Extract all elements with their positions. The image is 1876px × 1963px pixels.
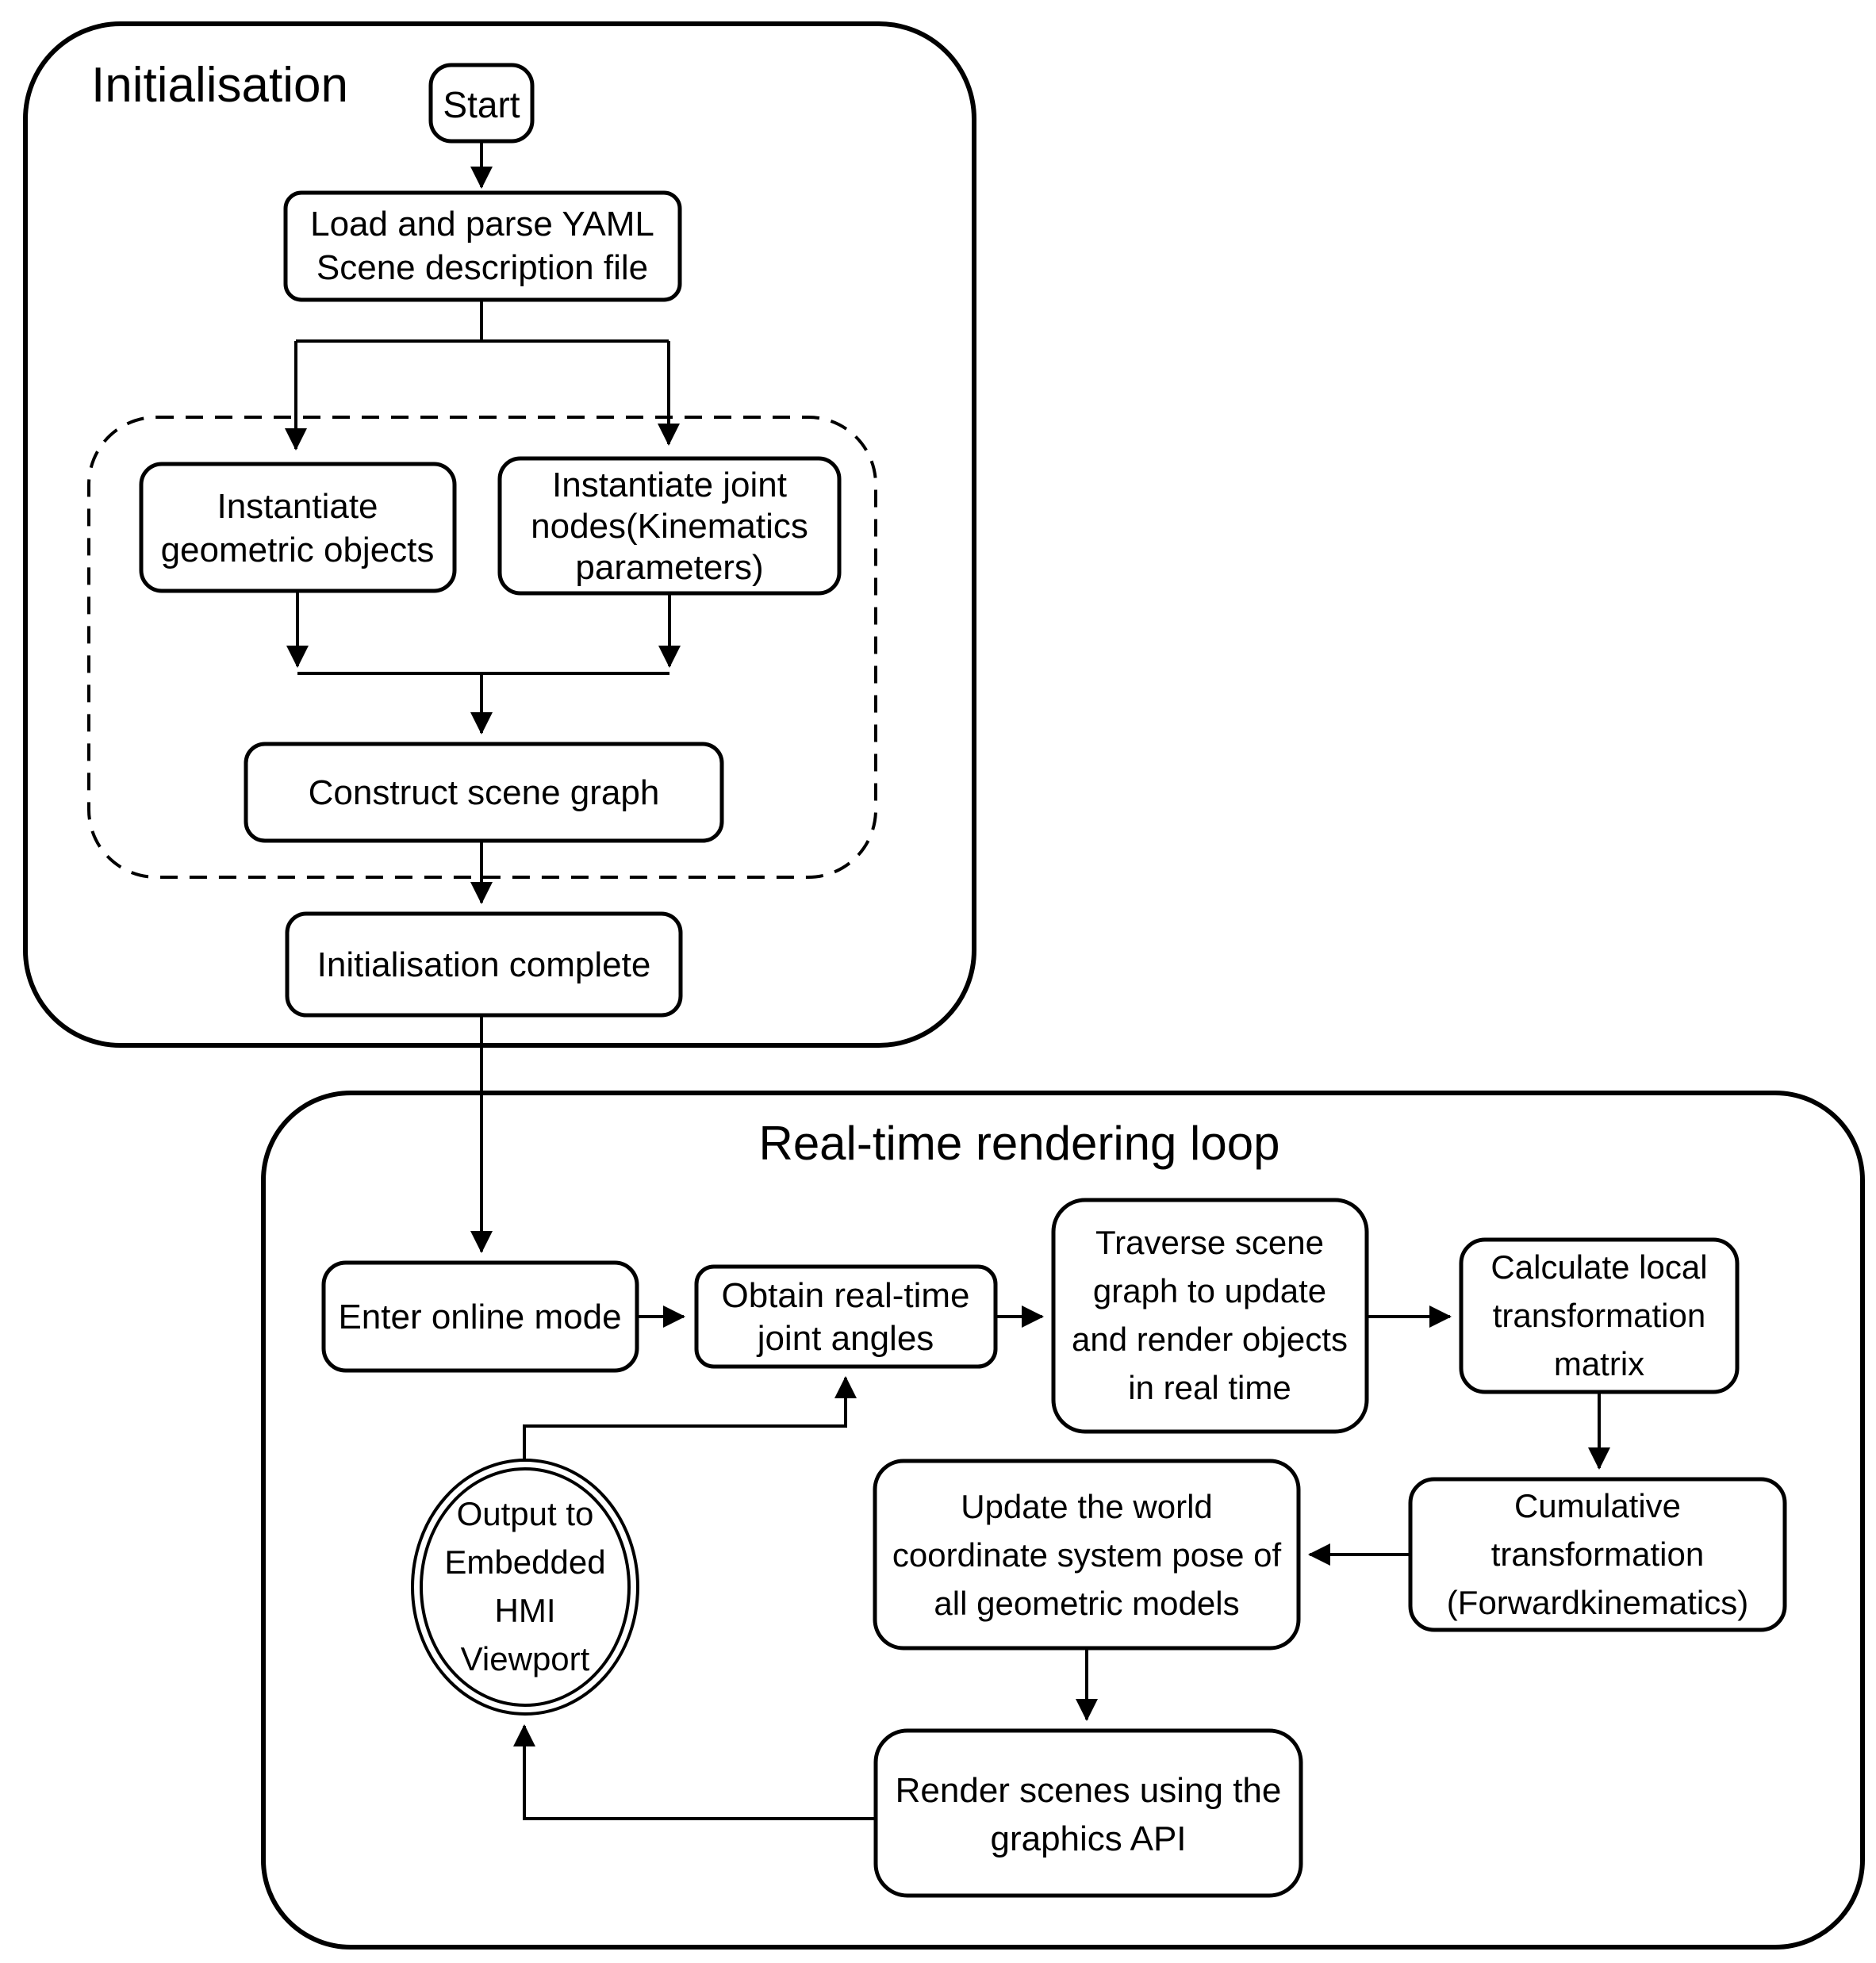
update-world-pose-line-2: coordinate system pose of bbox=[892, 1536, 1282, 1574]
cumulative-transformation-line-3: (Forwardkinematics) bbox=[1447, 1584, 1748, 1621]
render-scenes-node: Render scenes using the graphics API bbox=[873, 1728, 1303, 1898]
cumulative-transformation-line-2: transformation bbox=[1491, 1536, 1704, 1573]
cumulative-transformation-node-shape bbox=[1408, 1477, 1787, 1632]
calculate-local-matrix-node-shape bbox=[1459, 1237, 1740, 1394]
update-world-pose-line-1: Update the world bbox=[961, 1488, 1213, 1525]
traverse-scene-graph-node-shape bbox=[1051, 1198, 1369, 1434]
output-hmi-viewport-node: Output to Embedded HMI Viewport bbox=[411, 1459, 639, 1716]
construct-scene-graph-node: Construct scene graph bbox=[244, 742, 724, 843]
obtain-joint-angles-node: Obtain real-time joint angles bbox=[694, 1264, 998, 1369]
traverse-scene-graph-line-2: graph to update bbox=[1093, 1272, 1326, 1309]
construct-scene-graph-node-shape bbox=[244, 742, 724, 843]
calculate-local-matrix-line-3: matrix bbox=[1554, 1345, 1644, 1382]
initialisation-complete-node: Initialisation complete bbox=[285, 911, 683, 1018]
cumulative-transformation-line-1: Cumulative bbox=[1514, 1487, 1681, 1524]
instantiate-joint-node-shape bbox=[497, 456, 842, 596]
edge-render-to-output bbox=[513, 1724, 876, 1820]
load-yaml-node-shape bbox=[283, 190, 682, 302]
update-world-pose-line-3: all geometric models bbox=[934, 1585, 1239, 1622]
cumulative-transformation-node: Cumulative transformation (Forwardkinema… bbox=[1408, 1477, 1787, 1632]
traverse-scene-graph-line-4: in real time bbox=[1128, 1369, 1291, 1406]
start-node-shape bbox=[428, 63, 535, 144]
start-node: Start bbox=[428, 63, 535, 144]
update-world-pose-node: Update the world coordinate system pose … bbox=[873, 1459, 1301, 1651]
load-yaml-line-1: Load and parse YAML bbox=[310, 205, 654, 243]
initialisation-complete-label: Initialisation complete bbox=[317, 945, 651, 984]
rendering-loop-container bbox=[261, 1091, 1865, 1950]
output-hmi-viewport-line-4: Viewport bbox=[461, 1640, 590, 1677]
enter-online-mode-node: Enter online mode bbox=[321, 1260, 639, 1373]
render-scenes-node-shape bbox=[873, 1728, 1303, 1898]
obtain-joint-angles-line-2: joint angles bbox=[756, 1319, 934, 1358]
edge-output-to-obtain bbox=[523, 1376, 857, 1460]
initialisation-complete-node-shape bbox=[285, 911, 683, 1018]
instantiate-joint-line-2: nodes(Kinematics bbox=[531, 507, 808, 546]
instantiate-dashed-group bbox=[87, 416, 877, 879]
output-hmi-viewport-line-3: HMI bbox=[495, 1592, 556, 1629]
output-hmi-viewport-line-2: Embedded bbox=[444, 1543, 605, 1581]
obtain-joint-angles-line-1: Obtain real-time bbox=[721, 1276, 969, 1315]
render-scenes-line-2: graphics API bbox=[990, 1819, 1186, 1858]
initialisation-container bbox=[23, 21, 976, 1048]
calculate-local-matrix-line-2: transformation bbox=[1493, 1297, 1705, 1334]
load-yaml-node: Load and parse YAML Scene description fi… bbox=[283, 190, 682, 302]
traverse-scene-graph-line-3: and render objects bbox=[1072, 1321, 1348, 1358]
load-yaml-line-2: Scene description file bbox=[317, 248, 648, 287]
instantiate-geometric-node-shape bbox=[139, 462, 457, 593]
calculate-local-matrix-line-1: Calculate local bbox=[1490, 1248, 1707, 1286]
enter-online-mode-label: Enter online mode bbox=[338, 1298, 621, 1336]
obtain-joint-angles-node-shape bbox=[694, 1264, 998, 1369]
construct-scene-graph-label: Construct scene graph bbox=[309, 773, 660, 812]
output-hmi-viewport-outer-ring bbox=[411, 1459, 639, 1716]
rendering-loop-title: Real-time rendering loop bbox=[758, 1117, 1279, 1170]
render-scenes-line-1: Render scenes using the bbox=[896, 1771, 1282, 1810]
instantiate-joint-line-3: parameters) bbox=[575, 548, 763, 587]
instantiate-geometric-line-2: geometric objects bbox=[161, 531, 435, 569]
traverse-scene-graph-line-1: Traverse scene bbox=[1095, 1224, 1324, 1261]
instantiate-geometric-line-1: Instantiate bbox=[217, 487, 378, 526]
calculate-local-matrix-node: Calculate local transformation matrix bbox=[1459, 1237, 1740, 1394]
instantiate-joint-line-1: Instantiate joint bbox=[552, 466, 787, 504]
output-hmi-viewport-line-1: Output to bbox=[457, 1495, 594, 1532]
enter-online-mode-node-shape bbox=[321, 1260, 639, 1373]
traverse-scene-graph-node: Traverse scene graph to update and rende… bbox=[1051, 1198, 1369, 1434]
update-world-pose-node-shape bbox=[873, 1459, 1301, 1651]
initialisation-section-label: Initialisation bbox=[91, 58, 348, 113]
instantiate-geometric-node: Instantiate geometric objects bbox=[139, 462, 457, 593]
instantiate-joint-node: Instantiate joint nodes(Kinematics param… bbox=[497, 456, 842, 596]
edge-load-split bbox=[296, 300, 669, 343]
output-hmi-viewport-inner-ring bbox=[420, 1467, 631, 1707]
start-node-label: Start bbox=[443, 84, 520, 125]
